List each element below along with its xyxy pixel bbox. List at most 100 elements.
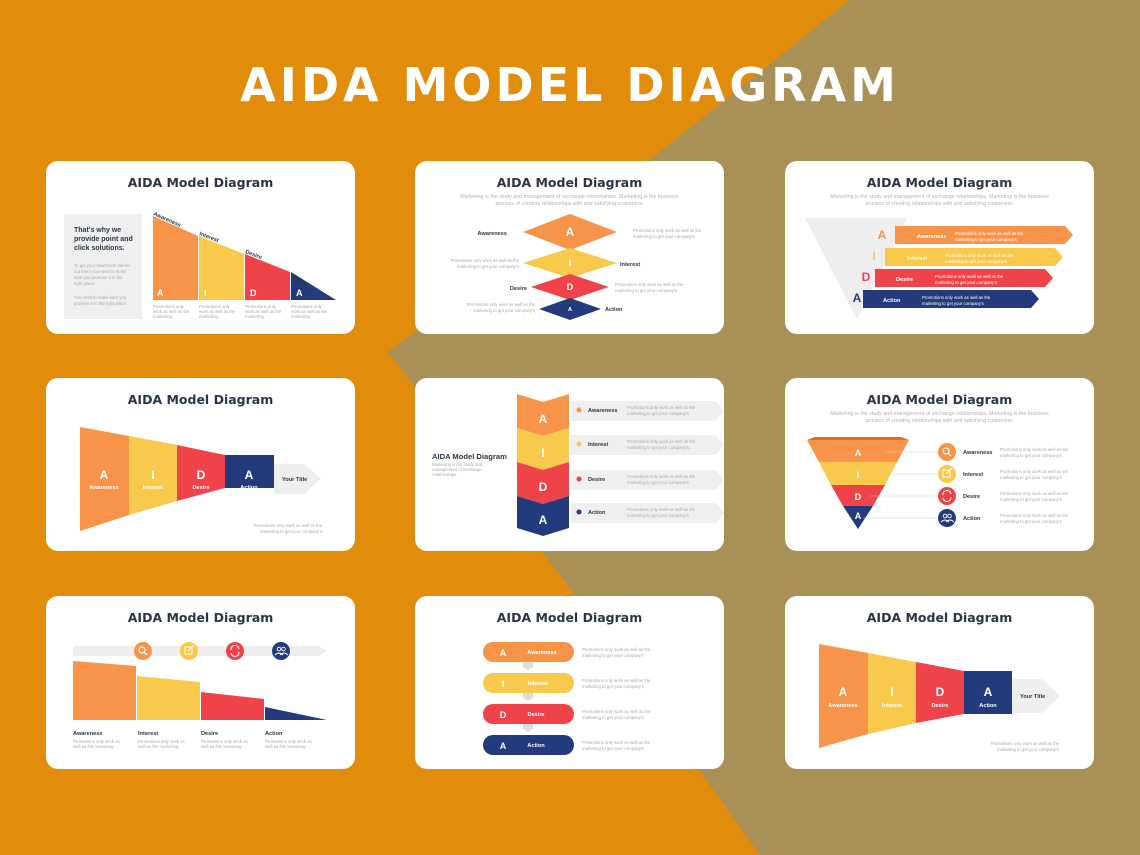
step-interest — [137, 676, 200, 720]
row-bar — [571, 435, 724, 455]
stage-label: Awareness — [963, 450, 992, 456]
svg-text:marketing to get your company': marketing to get your company's — [615, 288, 677, 293]
panel-heading: click solutions. — [74, 245, 125, 252]
stage-letter: I — [857, 470, 860, 480]
stage-label: Interest — [620, 262, 640, 268]
card-7[interactable]: AIDA Model Diagram Awareness Interest De… — [46, 596, 355, 769]
svg-text:marketing to get your company': marketing to get your company's — [633, 234, 695, 239]
edit-icon — [938, 465, 956, 483]
stage-label: Desire — [244, 249, 262, 261]
diamond-desire — [531, 274, 609, 300]
stage-caption: Promotions only work as well as themarke… — [935, 274, 1004, 285]
svg-text:marketing to get your company': marketing to get your company's — [582, 715, 644, 720]
card-subtitle: process of creating relationships with a… — [865, 418, 1013, 424]
stage-label: Desire — [931, 703, 948, 709]
card-title: AIDA Model Diagram — [128, 610, 273, 625]
funnel-shape — [805, 218, 907, 319]
card-title: AIDA Model Diagram — [867, 392, 1012, 407]
bullet — [576, 476, 582, 482]
stage-caption: Promotions only work as well as themarke… — [627, 439, 696, 450]
stage-letter: D — [936, 685, 945, 699]
bullet — [576, 441, 582, 447]
svg-text:Promotions only work as well a: Promotions only work as well as the — [627, 507, 696, 512]
stage-letter: D — [197, 468, 206, 482]
footer-caption: Promotions only work as well as themarke… — [991, 741, 1060, 752]
stage-label: Desire — [510, 286, 527, 292]
step-action — [265, 707, 327, 720]
svg-text:marketing to get your company': marketing to get your company's — [627, 445, 689, 450]
svg-text:work as well as the: work as well as the — [153, 309, 190, 314]
stage-label: Desire — [963, 494, 980, 500]
info-panel — [64, 214, 142, 319]
svg-text:Promotions only: Promotions only — [199, 304, 231, 309]
svg-text:marketing to get your company': marketing to get your company's — [935, 280, 997, 285]
card-4[interactable]: AIDA Model Diagram A I D A Awareness Int… — [46, 378, 355, 551]
svg-text:work as well as the: work as well as the — [199, 309, 236, 314]
card-8[interactable]: AIDA Model Diagram A I D A Awareness Int… — [415, 596, 724, 769]
stage-label: Interest — [963, 472, 983, 478]
chevron-awareness — [517, 394, 569, 436]
pill-interest — [483, 673, 574, 693]
side-text: relationships. — [432, 472, 457, 477]
stage-caption: Promotions only work as well as themarke… — [922, 295, 991, 306]
arrow-bar-awareness — [895, 226, 1073, 244]
stage-letter: D — [500, 710, 507, 720]
stage-label: Desire — [192, 485, 209, 491]
card-1[interactable]: AIDA Model Diagram That's why we provide… — [46, 161, 355, 334]
stage-letter: A — [568, 307, 572, 313]
stage-label: Interest — [588, 442, 608, 448]
stage-label: Action — [963, 516, 981, 522]
stage-label: Desire — [201, 731, 218, 737]
card-title: AIDA Model Diagram — [867, 610, 1012, 625]
card-6[interactable]: AIDA Model Diagram Marketing is the stud… — [785, 378, 1094, 551]
stage-label: Interest — [907, 256, 927, 262]
stage-caption: Promotions only work as well as themarke… — [582, 740, 651, 751]
stage-label: Action — [265, 731, 283, 737]
pill-desire — [483, 704, 574, 724]
stage-caption: Promotions only work as well as themarke… — [582, 678, 651, 689]
svg-text:work as well as the: work as well as the — [245, 309, 282, 314]
stage-label: Interest — [138, 731, 158, 737]
cone-desire — [177, 445, 225, 501]
svg-text:marketing to get your company': marketing to get your company's — [997, 747, 1059, 752]
card-3[interactable]: AIDA Model Diagram Marketing is the stud… — [785, 161, 1094, 334]
card-title: AIDA Model Diagram — [128, 392, 273, 407]
svg-text:marketing to get your company': marketing to get your company's — [1000, 519, 1062, 524]
chevron-interest — [517, 428, 569, 470]
svg-text:Promotions only work as: Promotions only work as — [138, 739, 185, 744]
stage-letter: A — [500, 741, 507, 751]
cone-tip — [274, 464, 321, 494]
card-2[interactable]: AIDA Model Diagram Marketing is the stud… — [415, 161, 724, 334]
svg-text:marketing to get your company': marketing to get your company's — [260, 529, 322, 534]
diamond-awareness — [523, 214, 617, 250]
cone-desire — [916, 662, 964, 723]
svg-text:marketing to get your company': marketing to get your company's — [1000, 475, 1062, 480]
stage-letter: A — [855, 511, 862, 521]
cone-action — [964, 671, 1012, 714]
pill-awareness — [483, 642, 574, 662]
svg-text:marketing to get your company': marketing to get your company's — [627, 480, 689, 485]
svg-text:well as the marketing.: well as the marketing. — [138, 744, 180, 749]
refresh-icon — [226, 642, 244, 660]
stage-letter: D — [250, 288, 257, 298]
stage-letter: A — [539, 412, 548, 426]
card-title: AIDA Model Diagram — [432, 452, 507, 461]
card-subtitle: Marketing is the study and management of… — [830, 194, 1049, 200]
card-9[interactable]: AIDA Model Diagram A I D A Awareness Int… — [785, 596, 1094, 769]
step-awareness — [73, 661, 136, 720]
card-5[interactable]: AIDA Model Diagram Marketing is the stud… — [415, 378, 724, 551]
svg-text:marketing.: marketing. — [291, 314, 311, 319]
svg-text:Promotions only work as well a: Promotions only work as well as the — [582, 678, 651, 683]
down-chevron — [523, 724, 533, 732]
funnel-awareness — [807, 440, 909, 462]
svg-text:Promotions only work as well a: Promotions only work as well as the — [582, 709, 651, 714]
svg-text:Promotions only work as well a: Promotions only work as well as the — [1000, 447, 1069, 452]
card-subtitle: Marketing is the study and management of… — [460, 194, 679, 200]
card-title: AIDA Model Diagram — [497, 610, 642, 625]
svg-text:marketing to get your company': marketing to get your company's — [457, 264, 519, 269]
svg-text:marketing to get your company': marketing to get your company's — [1000, 453, 1062, 458]
card-title: AIDA Model Diagram — [497, 175, 642, 190]
stage-label: Action — [527, 743, 545, 749]
